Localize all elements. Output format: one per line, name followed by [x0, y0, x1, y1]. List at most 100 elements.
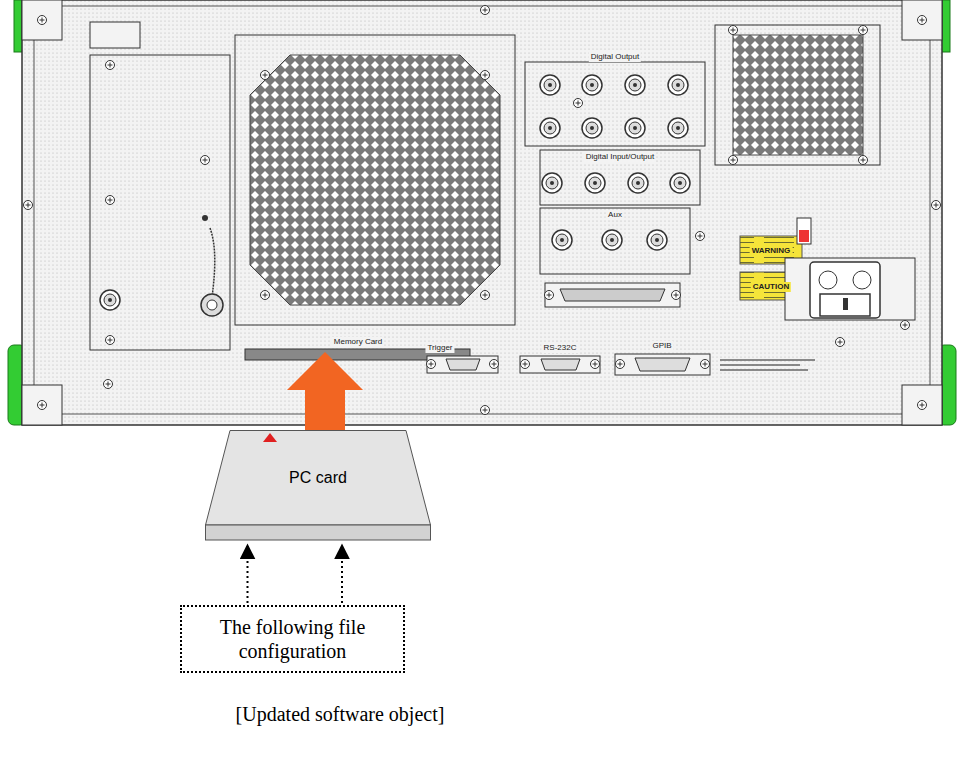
- panel-part: [104, 380, 113, 389]
- panel-part: [582, 75, 602, 95]
- panel-part: [628, 173, 648, 193]
- fan-grille: [235, 25, 880, 325]
- panel-part: [38, 16, 47, 25]
- panel-part: [676, 126, 680, 130]
- panel-label: Aux: [606, 210, 624, 220]
- bnc-connectors: [100, 75, 690, 310]
- panel-part: [24, 201, 33, 210]
- panel-part: [602, 230, 622, 250]
- panel-part: [483, 73, 488, 78]
- panel-part: [901, 321, 910, 330]
- panel-part: [701, 360, 710, 369]
- panel-part: [90, 22, 140, 48]
- panel-part: [541, 359, 580, 370]
- card-top: [206, 431, 431, 526]
- panel-part: [201, 156, 210, 165]
- panel-part: [560, 289, 665, 301]
- panel-part: [901, 321, 910, 330]
- panel-part: [38, 401, 47, 410]
- panel-part: [545, 291, 554, 300]
- panel-part: [202, 215, 208, 221]
- panel-part: [625, 118, 645, 138]
- panel-part: [836, 338, 845, 347]
- panel-part: [918, 401, 927, 410]
- panel-part: [40, 18, 45, 23]
- panel-part: [859, 26, 868, 35]
- panel-part: [859, 156, 868, 165]
- panel-part: [261, 71, 270, 80]
- panel-part: [540, 118, 560, 138]
- panel-part: [481, 71, 490, 80]
- power-inlet: [740, 218, 915, 320]
- panel-part: [672, 122, 684, 134]
- panel-part: [483, 293, 488, 298]
- panel-part: [670, 173, 690, 193]
- panel-part: [552, 230, 572, 250]
- panel-part: [576, 101, 581, 106]
- panel-part: [610, 238, 614, 242]
- panel-part: [720, 369, 808, 371]
- panel-part: [720, 360, 815, 370]
- panel-part: [625, 118, 645, 138]
- panel-part: [481, 406, 490, 415]
- panel-part: [932, 201, 941, 210]
- panel-part: [582, 118, 602, 138]
- instrument-frame: [8, 0, 956, 425]
- panel-part: [615, 354, 710, 375]
- panel-part: [525, 62, 705, 146]
- panel-part: [902, 0, 942, 40]
- panel-part: [201, 156, 210, 165]
- panel-part: [729, 156, 738, 165]
- panel-part: [918, 401, 927, 410]
- panel-part: [593, 362, 598, 367]
- panel-part: [668, 75, 688, 95]
- panel-part: [859, 26, 868, 35]
- panel-part: [542, 173, 562, 193]
- panel-part: [586, 79, 598, 91]
- panel-part: [263, 73, 268, 78]
- panel-part: [797, 218, 811, 244]
- panel-part: [427, 356, 498, 373]
- panel-part: [647, 230, 667, 250]
- panel-part: [104, 294, 116, 306]
- panel-part: [492, 362, 497, 367]
- panel-part: [490, 360, 499, 369]
- panel-part: [861, 158, 866, 163]
- panel-part: [540, 75, 560, 95]
- panel-part: [720, 359, 815, 361]
- panel-part: [481, 6, 490, 15]
- panel-part: [625, 75, 645, 95]
- panel-part: [235, 35, 515, 325]
- panel-part: [628, 173, 648, 193]
- panel-part: [547, 293, 552, 298]
- panel-part: [920, 18, 925, 23]
- panel-part: [668, 118, 688, 138]
- panel-part: [481, 291, 490, 300]
- warning-label: WARNING: [750, 246, 793, 256]
- pc-card: PC card: [205, 430, 431, 541]
- panel-part: [207, 300, 217, 310]
- panel-part: [633, 126, 637, 130]
- dotted-arrow: [341, 545, 343, 603]
- panel-part: [22, 385, 62, 425]
- panel-part: [934, 203, 939, 208]
- panel-part: [38, 401, 47, 410]
- panel-part: [729, 156, 738, 165]
- panel-part: [106, 196, 115, 205]
- panel-part: [853, 271, 871, 289]
- panel-part: [544, 79, 556, 91]
- panel-part: [490, 360, 499, 369]
- panel-part: [446, 359, 480, 370]
- panel-part: [733, 35, 863, 155]
- panel-part: [635, 358, 690, 371]
- panel-label: Digital Output: [589, 52, 641, 62]
- panel-part: [520, 356, 600, 373]
- panel-part: [24, 201, 33, 210]
- panel-part: [903, 323, 908, 328]
- panel-part: [616, 360, 625, 369]
- panel-part: [108, 63, 113, 68]
- panel-part: [633, 83, 637, 87]
- panel-part: [720, 364, 800, 366]
- panel-part: [672, 291, 681, 300]
- panel-part: [201, 294, 223, 316]
